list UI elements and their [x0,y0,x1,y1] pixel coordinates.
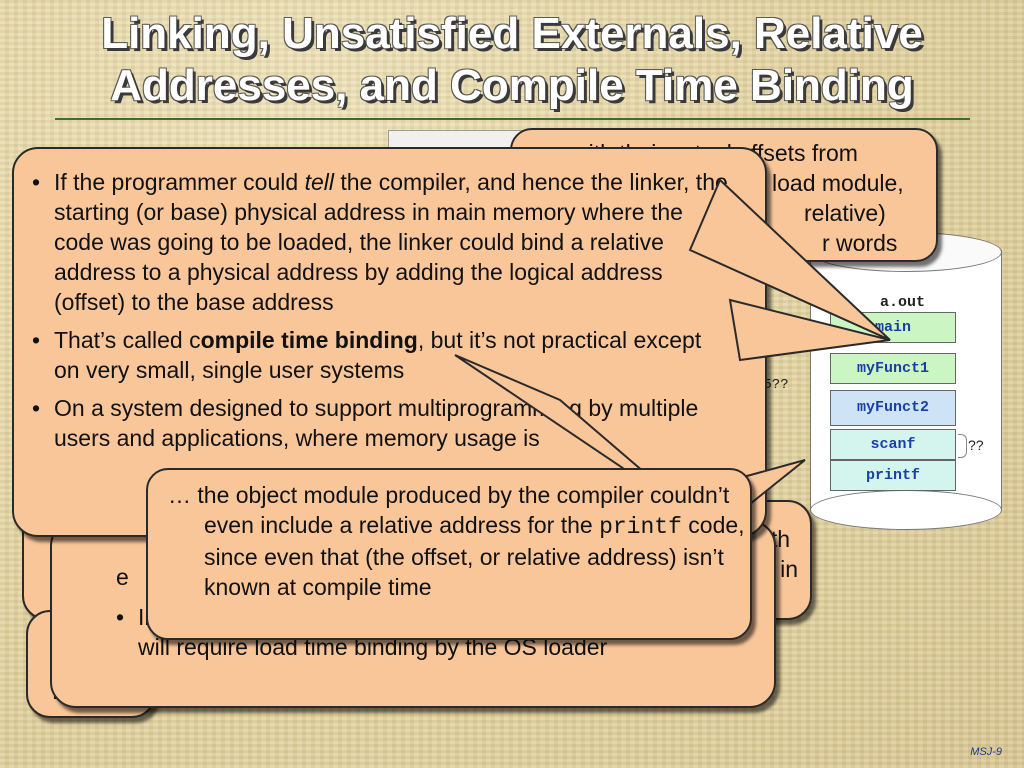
segment-myfunct1: myFunct1 [830,353,956,384]
scanf-brace [958,434,967,458]
bullet-multiprogramming: On a system designed to support multipro… [32,393,732,453]
segment-printf: printf [830,460,956,491]
segment-scanf: scanf [830,429,956,460]
main-bullets: If the programmer could tell the compile… [32,167,732,453]
slide-title-line-1: Linking, Unsatisfied Externals, Relative [101,9,923,58]
bullet-base-address: If the programmer could tell the compile… [32,167,732,317]
text-fragment-e: e [116,564,129,590]
callout-front: … the object module produced by the comp… [146,468,752,640]
slide-title-line-2: Addresses, and Compile Time Binding [110,61,914,110]
aout-label: a.out [880,294,926,311]
segment-myfunct2: myFunct2 [830,390,956,426]
title-underline [55,118,970,120]
scanf-marker: ?? [968,437,984,453]
slide-number: MSJ-9 [970,746,1002,758]
cylinder-bottom [810,490,1002,530]
segment-main: main [830,312,956,343]
printf-explanation: … the object module produced by the comp… [168,482,745,600]
bullet-compile-time-binding: That’s called compile time binding, but … [32,325,732,385]
